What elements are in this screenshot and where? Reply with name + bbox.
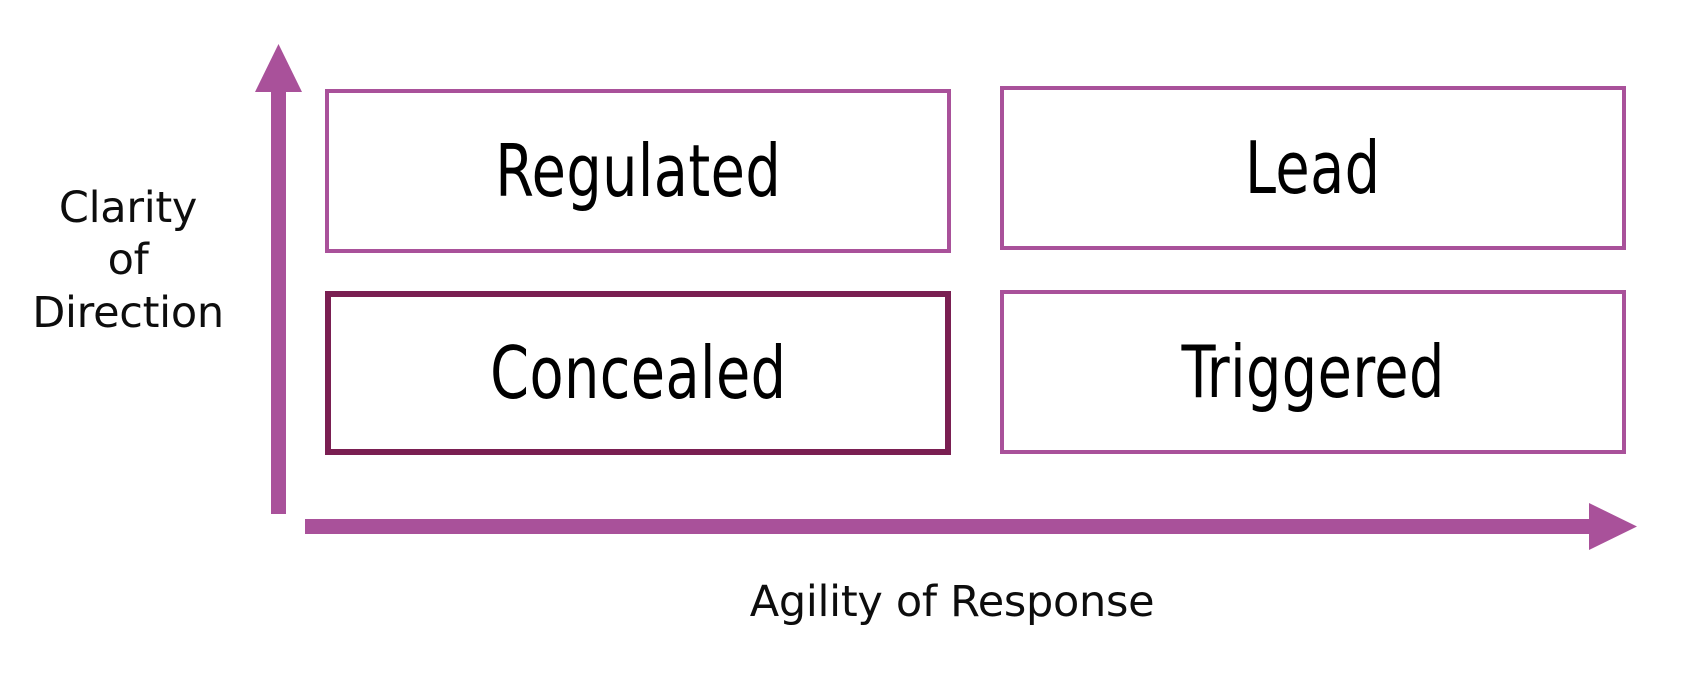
y-axis-label-line-3: Direction <box>32 287 224 338</box>
quadrant-concealed[interactable]: Concealed <box>325 291 951 455</box>
quadrant-regulated-label: Regulated <box>495 129 781 213</box>
y-axis-label-line-1: Clarity <box>58 183 198 233</box>
y-axis-arrow <box>255 44 302 514</box>
quadrant-triggered-label: Triggered <box>1181 330 1445 414</box>
x-axis-arrow <box>305 503 1637 550</box>
x-axis-label: Agility of Response <box>749 577 1155 627</box>
quadrant-lead-label: Lead <box>1245 126 1381 210</box>
quadrant-lead[interactable]: Lead <box>1000 86 1626 250</box>
quadrant-regulated[interactable]: Regulated <box>325 89 951 253</box>
quadrant-concealed-label: Concealed <box>489 331 787 415</box>
y-axis-label-line-2: of <box>107 235 149 286</box>
quadrant-triggered[interactable]: Triggered <box>1000 290 1626 454</box>
y-axis-label: Clarity of Direction <box>14 182 242 339</box>
